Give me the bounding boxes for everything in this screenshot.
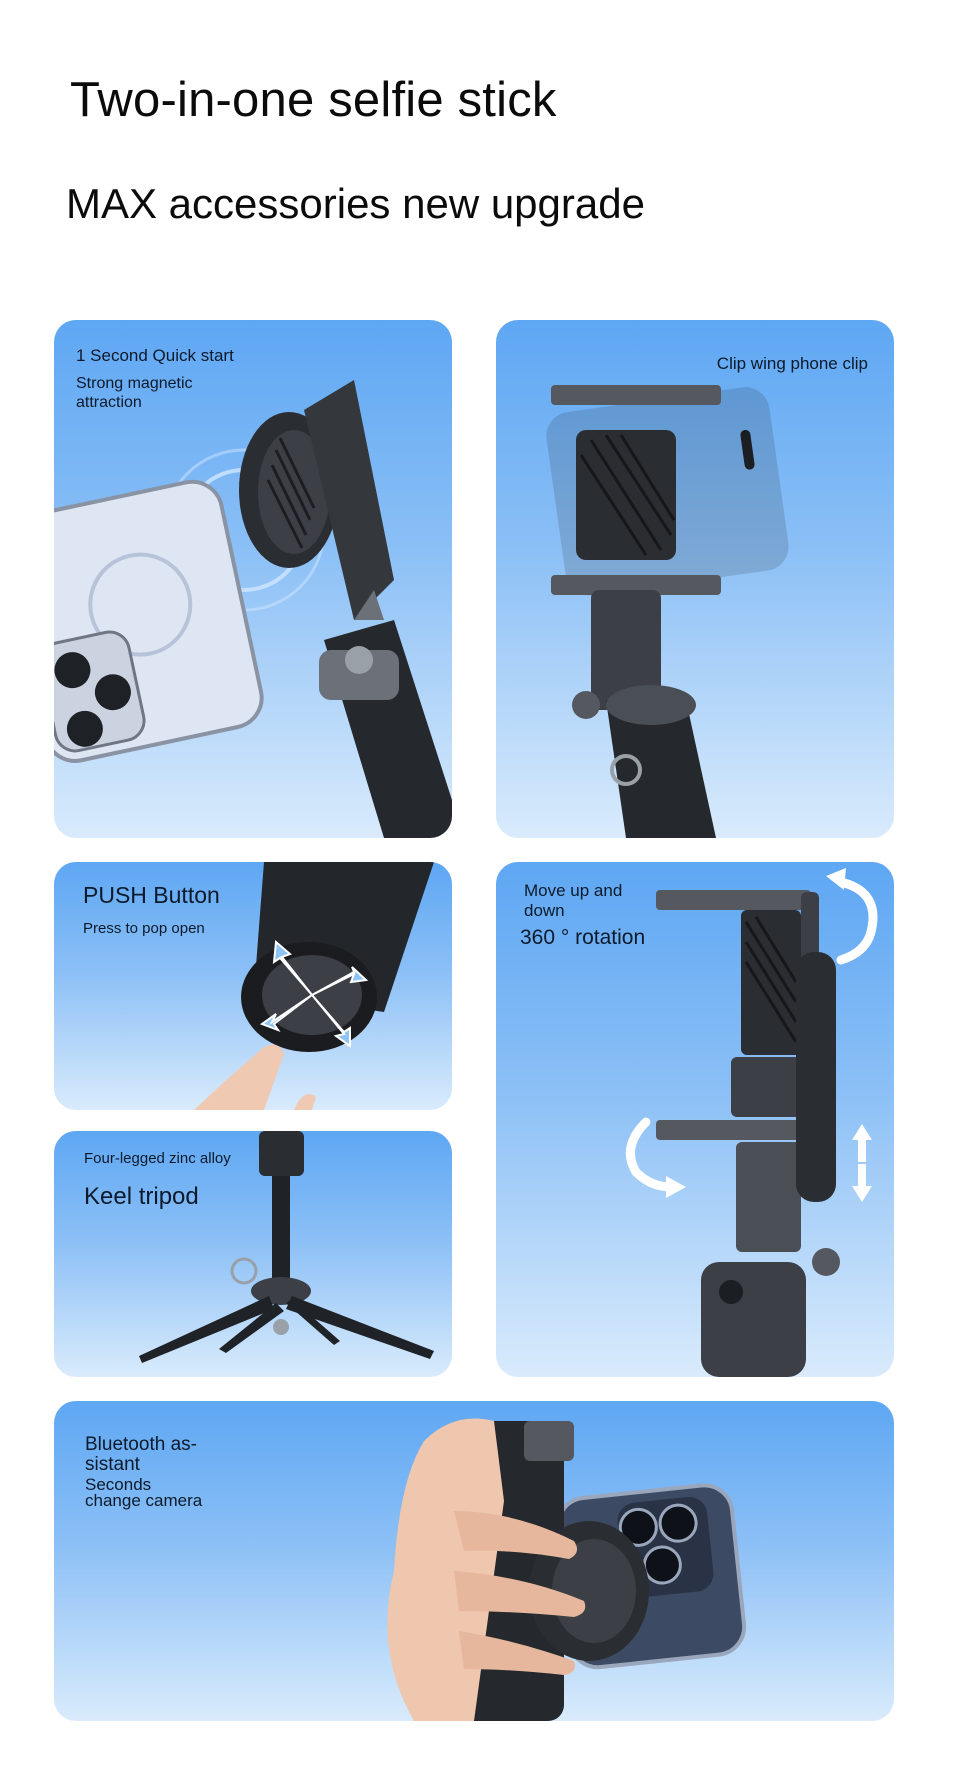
clip-illustration [546,385,789,838]
push-illustration [194,862,434,1110]
rotation-line1: Move up and [524,881,623,900]
bluetooth-line1: Bluetooth as- [85,1434,197,1455]
tripod-title: Keel tripod [84,1183,199,1210]
magnetic-label-quickstart: 1 Second Quick start [76,346,234,365]
bluetooth-line3: Seconds [85,1475,152,1494]
rotation-line3: 360 ° rotation [520,926,646,949]
push-caption: Press to pop open [83,920,205,937]
feature-card-push: PUSH Button Press to pop open [54,862,452,1110]
feature-card-bluetooth: Bluetooth as- sistant Seconds change cam… [54,1401,894,1721]
magnetic-illustration [54,380,452,838]
magnetic-label-attraction: attraction [76,394,142,411]
bluetooth-illustration [387,1418,747,1721]
push-title: PUSH Button [83,882,220,908]
rotation-line2: down [524,901,565,920]
magnetic-label-strong: Strong magnetic [76,375,193,392]
tripod-caption: Four-legged zinc alloy [84,1150,231,1167]
page-subtitle: MAX accessories new upgrade [66,180,645,227]
bluetooth-line2: sistant [85,1454,140,1475]
bluetooth-line4: change camera [85,1491,203,1510]
clip-label: Clip wing phone clip [716,354,868,373]
tripod-illustration [139,1131,434,1363]
feature-card-clip: Clip wing phone clip [496,320,894,838]
rotation-illustration [625,868,878,1377]
feature-card-tripod: Four-legged zinc alloy Keel tripod [54,1131,452,1377]
page-title: Two-in-one selfie stick [70,73,557,127]
feature-card-rotation: Move up and down 360 ° rotation [496,862,894,1377]
feature-card-magnetic: 1 Second Quick start Strong magnetic att… [54,320,452,838]
